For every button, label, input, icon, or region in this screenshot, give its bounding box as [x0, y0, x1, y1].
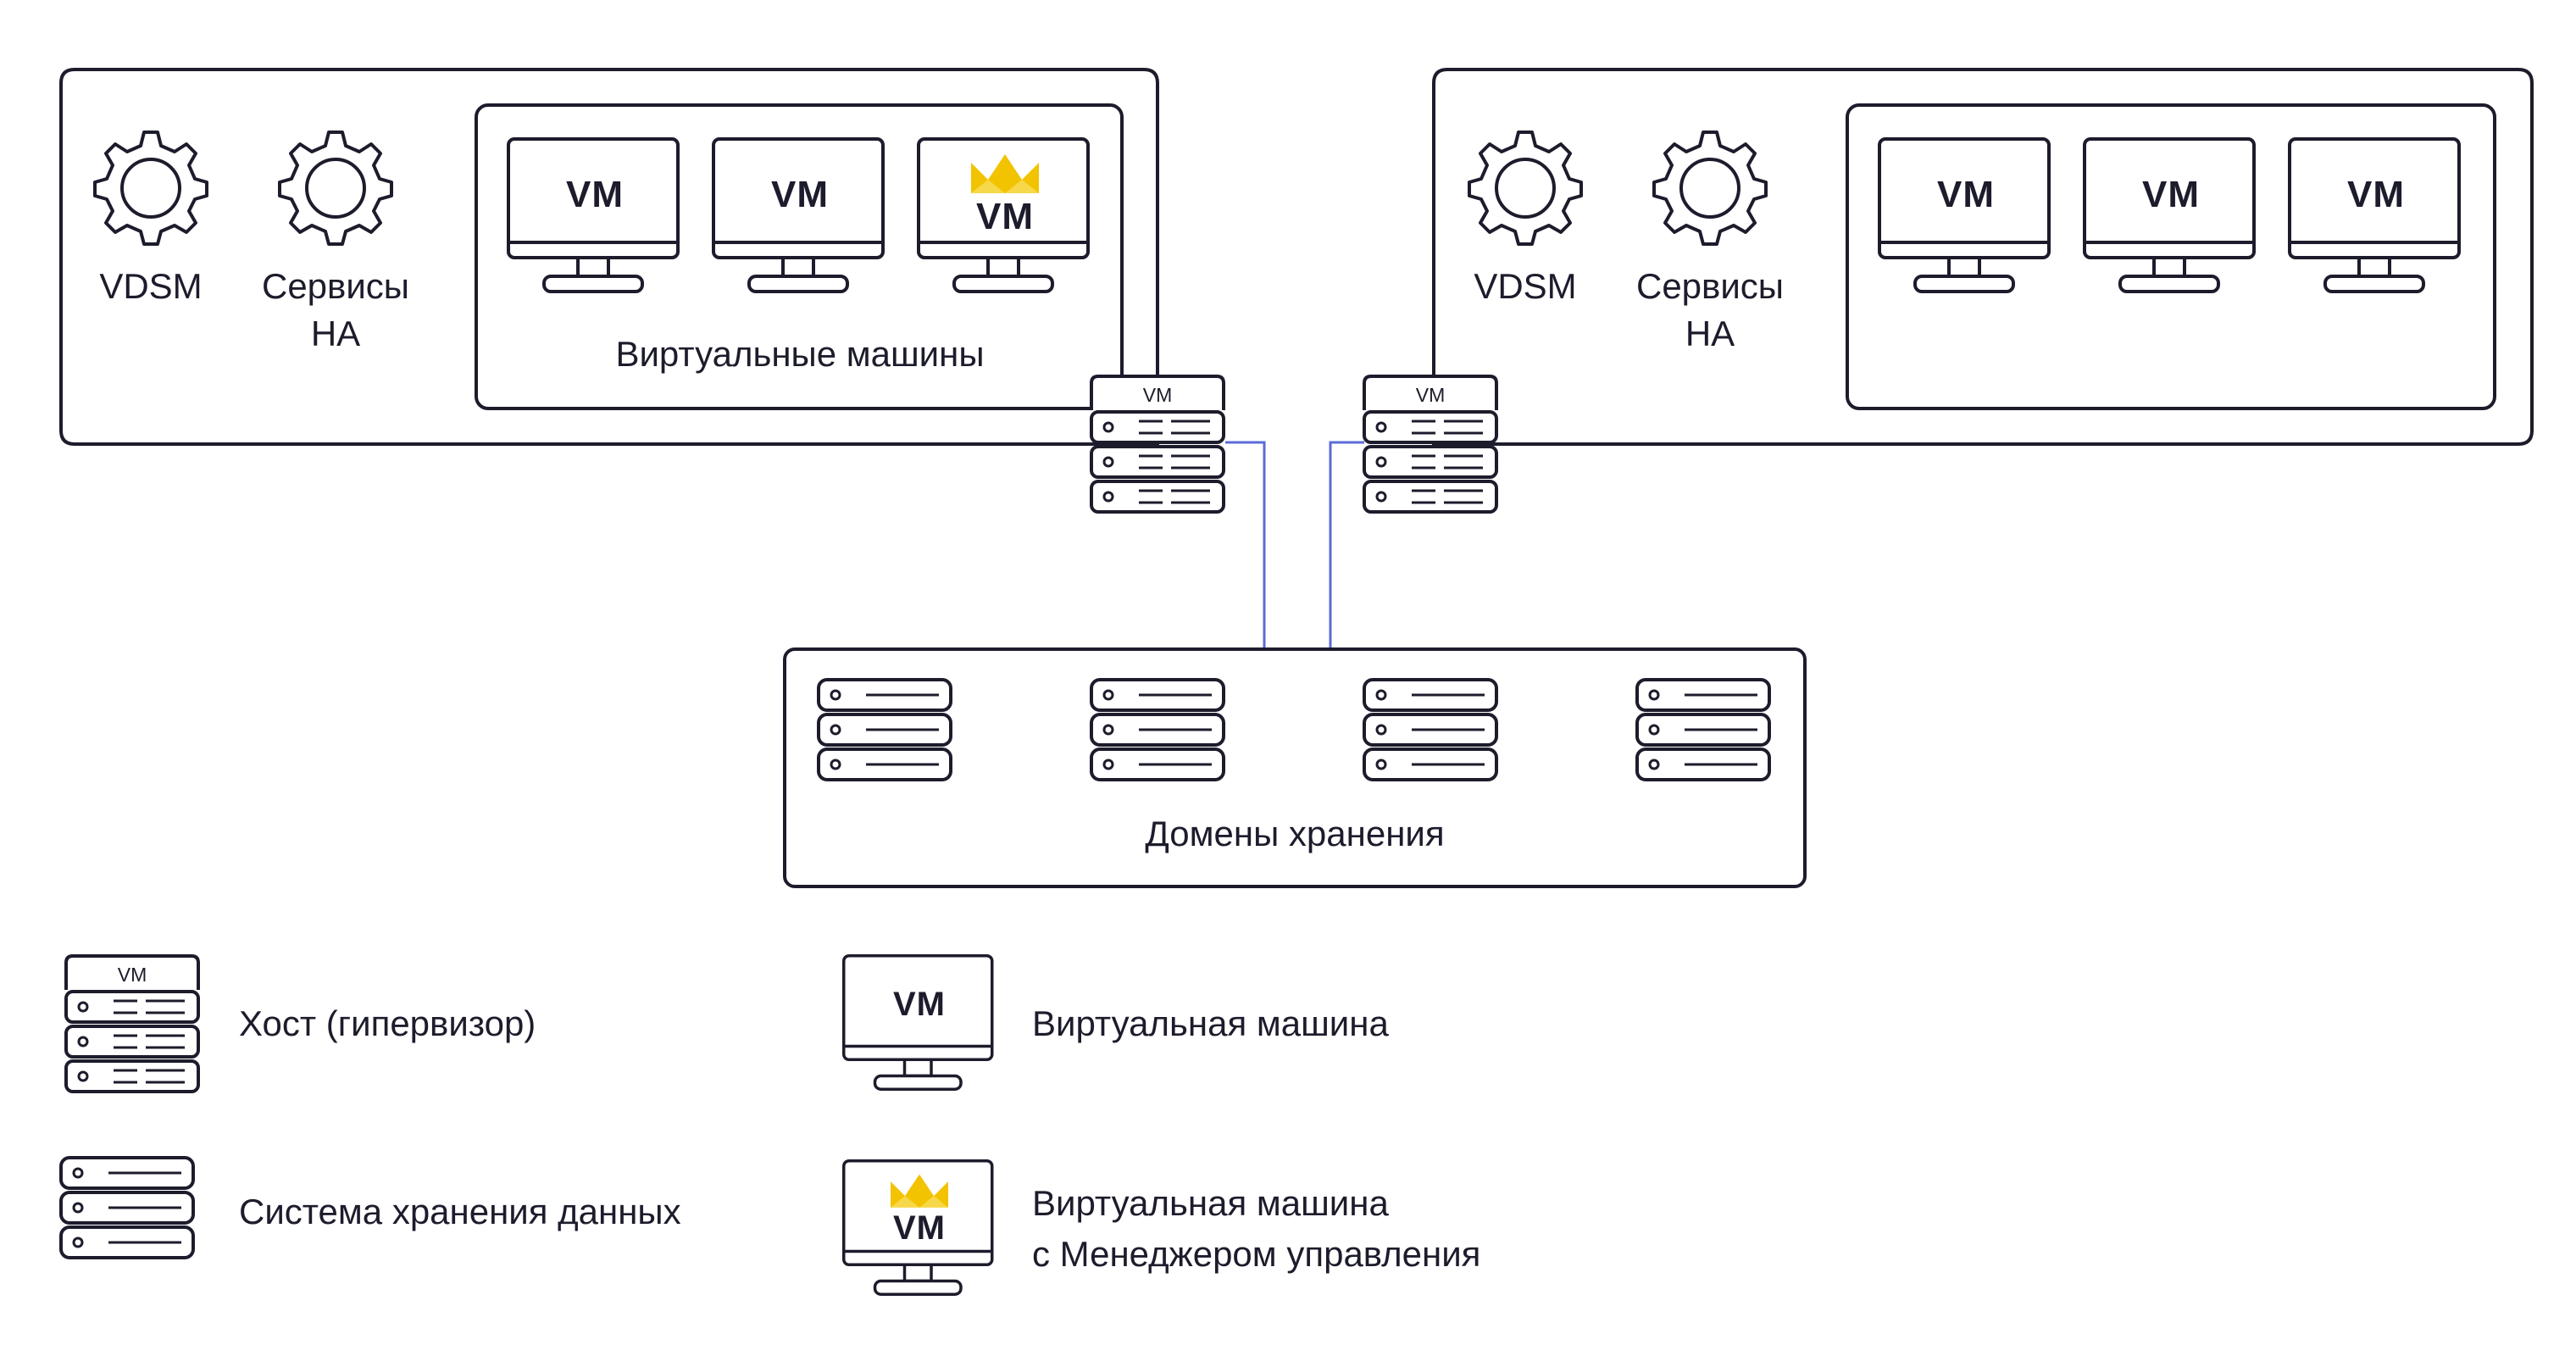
- vm-label: VM: [566, 174, 624, 215]
- legend-manager-vm-label: Виртуальная машина: [1032, 1183, 1389, 1223]
- legend-storage-label: Система хранения данных: [239, 1192, 681, 1231]
- storage-domains-panel: Домены хранения: [783, 647, 1807, 888]
- storage-unit-icon: [1090, 678, 1225, 781]
- manager-vm-label: VM: [976, 196, 1034, 237]
- host1-ha-label-2: HA: [311, 314, 360, 353]
- storage-unit-icon: [817, 678, 952, 781]
- host2-vdsm-label: VDSM: [1474, 266, 1576, 306]
- legend-storage-icon: [59, 1156, 195, 1259]
- legend: VM Хост (гипервизор) Система хранения да…: [59, 954, 1480, 1296]
- vm-label: VM: [1937, 174, 1995, 215]
- legend-manager-vm-icon-text: VM: [893, 1209, 946, 1247]
- vm-label: VM: [2142, 174, 2200, 215]
- storage-domains-label: Домены хранения: [1145, 814, 1444, 853]
- host2-ha-label: Сервисы: [1636, 266, 1784, 306]
- host2-panel: VDSM Сервисы HA VM VM VM: [1432, 68, 2534, 446]
- vm-label: VM: [771, 174, 829, 215]
- host1-vm-group: VM VM VM Виртуальные машины: [475, 103, 1124, 410]
- legend-host-icon: VM: [64, 954, 200, 1093]
- storage-links: [1225, 441, 1364, 649]
- vm-group-label: Виртуальные машины: [615, 334, 984, 374]
- legend-vm-label: Виртуальная машина: [1032, 1003, 1389, 1043]
- storage-unit-icon: [1363, 678, 1498, 781]
- host1-hypervisor-icon: VM: [1090, 375, 1225, 514]
- host1-ha-label: Сервисы: [262, 266, 409, 306]
- vm-label: VM: [2347, 174, 2405, 215]
- host1-panel: VDSM Сервисы HA VM VM VM Виртуальные маш…: [59, 68, 1159, 446]
- host2-ha-label-2: HA: [1685, 314, 1735, 353]
- host2-vm-group: VM VM VM: [1846, 103, 2496, 410]
- legend-host-label: Хост (гипервизор): [239, 1003, 536, 1043]
- host-tag: VM: [1416, 384, 1446, 406]
- host2-hypervisor-icon: VM: [1363, 375, 1498, 514]
- storage-unit-icon: [1635, 678, 1771, 781]
- legend-manager-vm-label-2: с Менеджером управления: [1032, 1234, 1480, 1274]
- legend-host-tag: VM: [118, 964, 147, 986]
- host1-vdsm-label: VDSM: [99, 266, 202, 306]
- legend-vm-icon-text: VM: [893, 986, 946, 1023]
- host-tag: VM: [1143, 384, 1173, 406]
